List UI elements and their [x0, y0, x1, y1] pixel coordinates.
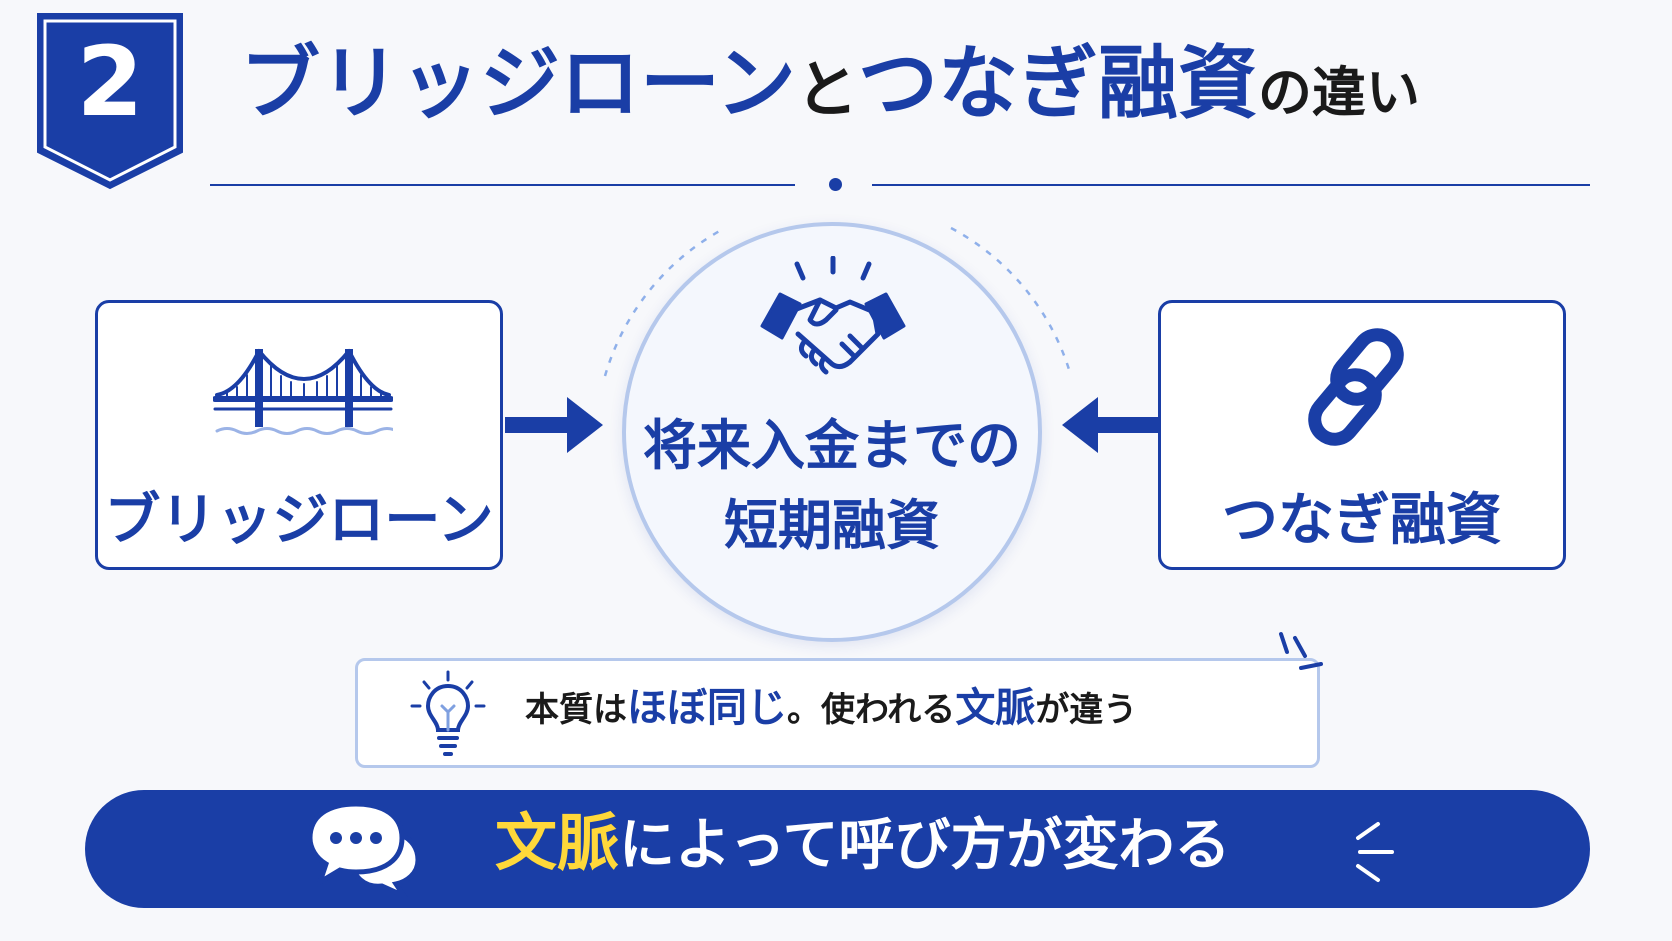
note-highlight-context: 文脈	[955, 685, 1036, 731]
note-text: 本質はほぼ同じ。使われる文脈が違う	[525, 688, 1137, 728]
summary-text-rest: によって呼び方が変わる	[619, 813, 1231, 878]
center-concept-text: 将来入金までの 短期融資	[622, 406, 1042, 566]
center-text-line2: 短期融資	[724, 494, 940, 557]
spark-lines-icon	[1279, 632, 1323, 670]
title-divider-dot	[829, 178, 842, 191]
section-number: 2	[76, 26, 144, 138]
section-number-badge	[37, 13, 183, 190]
note-box	[355, 658, 1320, 768]
arrow-right-icon	[505, 397, 603, 453]
chain-link-icon	[1308, 328, 1404, 446]
note-text-part3: 。使われる	[787, 690, 956, 730]
chat-bubbles-icon	[308, 801, 421, 898]
banner-spark-lines-icon	[1356, 822, 1394, 882]
tsunagi-loan-label: つなぎ融資	[1222, 488, 1502, 553]
title-suffix: の違い	[1258, 61, 1421, 124]
bridge-loan-box: ブリッジローン	[95, 300, 503, 570]
arrow-left-icon	[1062, 397, 1160, 453]
title-divider-right	[872, 184, 1590, 186]
summary-highlight-context: 文脈	[495, 806, 620, 879]
title-term-bridge-loan: ブリッジローン	[240, 37, 796, 130]
bridge-icon	[213, 349, 393, 435]
lightbulb-icon	[410, 670, 486, 756]
center-text-line1: 将来入金までの	[643, 414, 1021, 477]
tsunagi-loan-box: つなぎ融資	[1158, 300, 1566, 570]
center-dashed-arc	[603, 226, 1073, 377]
note-highlight-same: ほぼ同じ	[627, 685, 787, 731]
summary-text: 文脈によって呼び方が変わる	[495, 812, 1231, 874]
title-divider-left	[210, 184, 795, 186]
note-text-part1: 本質は	[525, 690, 627, 730]
note-text-part5: が違う	[1035, 690, 1138, 730]
bridge-loan-label: ブリッジローン	[104, 488, 494, 553]
center-concept-circle	[622, 222, 1042, 642]
title-term-tsunagi: つなぎ融資	[858, 37, 1259, 130]
page-title: ブリッジローンとつなぎ融資の違い	[240, 44, 1420, 124]
handshake-icon	[760, 256, 906, 375]
title-connector: と	[796, 53, 859, 126]
